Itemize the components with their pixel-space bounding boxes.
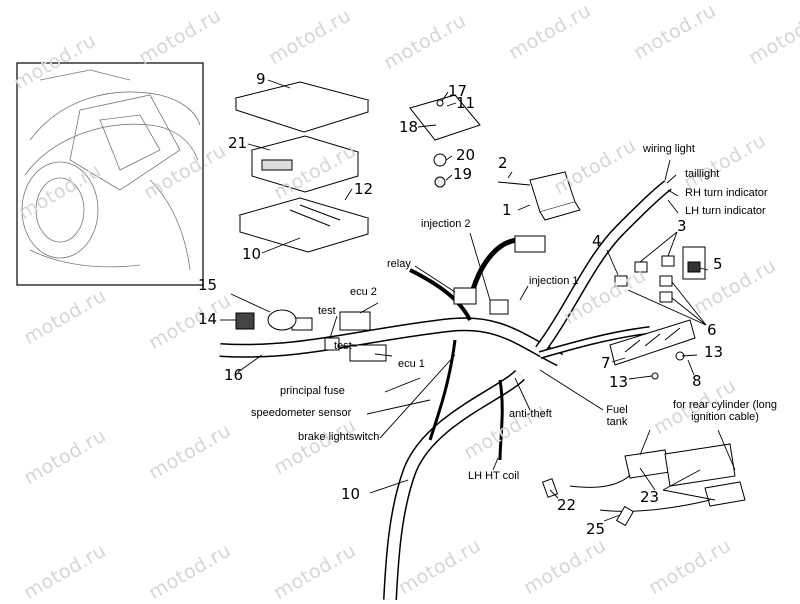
regulator-component xyxy=(497,171,581,221)
part-number-2: 2 xyxy=(498,154,508,172)
part-number-5: 5 xyxy=(713,255,723,273)
label-anti-theft: anti-theft xyxy=(509,408,552,420)
label-test-2: test xyxy=(334,340,352,352)
part-number-20: 20 xyxy=(456,146,476,164)
part-number-3: 3 xyxy=(677,217,687,235)
part-number-7: 7 xyxy=(601,354,611,372)
part-number-21: 16 xyxy=(224,366,244,384)
part-number-17: 17 xyxy=(448,82,468,100)
ecu-connectors xyxy=(291,311,387,362)
part-number-25: 25 xyxy=(586,520,606,538)
part-number-4: 4 xyxy=(592,232,602,250)
part-number-11: 11 xyxy=(456,94,476,112)
part-number-23: 22 xyxy=(557,496,577,514)
ignition-coils xyxy=(541,443,746,527)
part-number-13: 13 xyxy=(704,343,724,361)
label-injection-2: injection 2 xyxy=(421,218,471,230)
part-number-13b: 13 xyxy=(609,373,629,391)
part-number-12: 12 xyxy=(354,180,374,198)
part-number-1: 1 xyxy=(502,201,512,219)
ecu-box-assembly xyxy=(234,81,370,253)
label-injection-1: injection 1 xyxy=(529,275,579,287)
inset-motorcycle-view xyxy=(16,62,204,286)
label-relay: relay xyxy=(387,258,411,270)
label-rh-turn-indicator: RH turn indicator xyxy=(685,187,768,199)
label-fuel-tank: Fuel tank xyxy=(606,404,628,428)
label-brake-lightswitch: brake lightswitch xyxy=(298,431,380,443)
part-number-9: 9 xyxy=(256,70,266,88)
part-number-24: 23 xyxy=(640,488,660,506)
label-principal-fuse: principal fuse xyxy=(280,385,345,397)
leader-lines xyxy=(220,79,736,522)
part-number-22: 21 xyxy=(228,134,248,152)
label-ecu-1: ecu 1 xyxy=(398,358,425,370)
part-number-6: 6 xyxy=(707,321,717,339)
part-number-14: 10 xyxy=(341,485,361,503)
part-number-18: 19 xyxy=(453,165,473,183)
label-lh-ht-coil: LH HT coil xyxy=(468,470,520,482)
label-test-1: test xyxy=(318,305,336,317)
relay-connectors xyxy=(453,235,546,315)
part-number-16: 15 xyxy=(198,276,218,294)
part-number-10: 10 xyxy=(242,245,262,263)
sensor-parts xyxy=(235,309,297,331)
part-number-15: 14 xyxy=(198,310,218,328)
label-lh-turn-indicator: LH turn indicator xyxy=(685,205,766,217)
label-ecu-2: ecu 2 xyxy=(350,286,377,298)
label-speedometer-sensor: speedometer sensor xyxy=(251,407,352,419)
connector-group xyxy=(614,246,706,303)
label-wiring-light: wiring light xyxy=(643,143,695,155)
harness-cables xyxy=(219,180,672,600)
part-number-8: 8 xyxy=(692,372,702,390)
mounting-bracket xyxy=(609,319,696,380)
part-number-19: 18 xyxy=(399,118,419,136)
label-taillight: taillight xyxy=(685,168,720,180)
label-rear-cylinder: for rear cylinder (long ignition cable) xyxy=(673,399,777,423)
bracket-plate xyxy=(409,94,481,188)
